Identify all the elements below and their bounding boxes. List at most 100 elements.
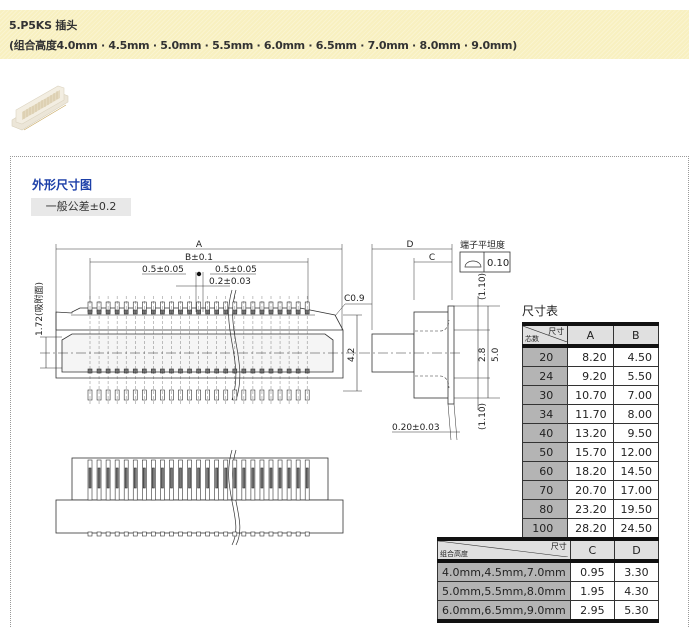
inner-dim-label: 2.8 xyxy=(478,347,488,362)
foot-terminal xyxy=(214,531,219,537)
pin-terminal xyxy=(196,389,201,401)
foot-terminal xyxy=(187,531,192,537)
dim-a-cell: 8.20 xyxy=(567,345,614,367)
connector-photo xyxy=(11,85,69,131)
pin-width-label: 0.2±0.03 xyxy=(209,277,251,287)
size-table-title: 尺寸表 xyxy=(522,304,559,318)
pin-terminal xyxy=(132,389,138,401)
dim-b-cell: 8.00 xyxy=(612,404,660,424)
pin-count-cell: 24 xyxy=(521,366,569,386)
dim-c-label: C xyxy=(429,253,435,263)
col-d-header: D xyxy=(613,538,660,562)
pin-terminal xyxy=(123,389,129,401)
pin-terminal xyxy=(241,389,247,401)
foot-terminal xyxy=(304,531,310,537)
slot-contact xyxy=(143,467,146,489)
bottom-view-contacts xyxy=(87,459,310,537)
dim-d-cell: 3.30 xyxy=(613,560,660,582)
dim-a-cell: 15.70 xyxy=(567,442,614,462)
outer-dim-label: 5.0 xyxy=(491,347,501,362)
foot-terminal xyxy=(295,531,301,537)
slot-contact xyxy=(152,467,155,489)
dim-b-cell: 9.50 xyxy=(612,423,660,443)
dim-a-cell: 13.20 xyxy=(567,423,614,443)
slot-contact xyxy=(197,467,200,489)
product-title: 5.P5KS 插头 xyxy=(9,19,78,32)
front-view-pins xyxy=(87,296,310,404)
foot-terminal xyxy=(205,531,210,537)
foot-terminal xyxy=(241,531,247,537)
dim-c-cell: 1.95 xyxy=(569,581,615,601)
flatness-title: 端子平坦度 xyxy=(460,239,505,251)
center-dot xyxy=(196,271,202,277)
pin-terminal xyxy=(277,389,283,401)
pitch-left-label: 0.5±0.05 xyxy=(142,265,184,275)
suction-label: 1.72(吸附面) xyxy=(33,282,45,336)
lead-dim-label: 0.20±0.03 xyxy=(392,423,440,433)
slot-contact xyxy=(115,467,119,489)
slot-contact xyxy=(88,467,92,489)
pin-count-cell: 70 xyxy=(521,480,569,500)
slot-contact xyxy=(106,467,110,489)
slot-contact xyxy=(260,467,264,489)
dim-b-cell: 7.00 xyxy=(612,385,660,405)
bottom-gap-label: (1.10) xyxy=(478,403,488,430)
slot-contact xyxy=(124,467,128,489)
foot-terminal xyxy=(105,531,111,537)
foot-terminal xyxy=(196,531,201,537)
general-tolerance-label: 一般公差±0.2 xyxy=(31,198,131,216)
dim-b-cell: 17.00 xyxy=(612,480,660,500)
foot-terminal xyxy=(259,531,265,537)
dim-d-cell: 5.30 xyxy=(613,600,660,622)
dim-b-cell: 19.50 xyxy=(612,499,660,519)
slot-contact xyxy=(296,467,300,489)
foot-terminal xyxy=(114,531,120,537)
dim-a-cell: 18.20 xyxy=(567,461,614,481)
foot-terminal xyxy=(178,531,183,537)
foot-terminal xyxy=(96,531,102,537)
slot-contact xyxy=(170,467,173,489)
slot-contact xyxy=(287,467,291,489)
pin-terminal xyxy=(87,389,93,401)
foot-terminal xyxy=(286,531,292,537)
dim-a-cell: 23.20 xyxy=(567,499,614,519)
pin-terminal xyxy=(105,389,111,401)
flatness-value: 0.10 xyxy=(487,258,509,269)
pin-terminal xyxy=(151,389,156,401)
pitch-right-label: 0.5±0.05 xyxy=(215,265,257,275)
slot-contact xyxy=(188,467,191,489)
col-a-header: A xyxy=(567,323,614,347)
pin-terminal xyxy=(259,389,265,401)
pin-terminal xyxy=(286,389,292,401)
top-gap-label: (1.10) xyxy=(478,273,488,300)
section-title: 外形尺寸图 xyxy=(32,178,93,192)
dim-d-label: D xyxy=(407,240,414,250)
mated-height-cell: 4.0mm,4.5mm,7.0mm xyxy=(437,560,571,582)
slot-contact xyxy=(161,467,164,489)
foot-terminal xyxy=(151,531,156,537)
height-label: 4.2 xyxy=(347,348,357,362)
product-subtitle: (组合高度4.0mm · 4.5mm · 5.0mm · 5.5mm · 6.0… xyxy=(9,39,517,52)
dim-c-cell: 0.95 xyxy=(569,560,615,582)
pin-count-cell: 60 xyxy=(521,461,569,481)
col-c-header: C xyxy=(569,538,615,562)
dim-a-cell: 20.70 xyxy=(567,480,614,500)
slot-contact xyxy=(224,467,228,489)
foot-terminal xyxy=(277,531,283,537)
dim-a-cell: 9.20 xyxy=(567,366,614,386)
foot-terminal xyxy=(160,531,165,537)
pin-terminal xyxy=(114,389,120,401)
dim-a-label: A xyxy=(196,240,203,250)
foot-terminal xyxy=(87,531,93,537)
pin-terminal xyxy=(142,389,147,401)
pin-count-cell: 20 xyxy=(521,345,569,367)
